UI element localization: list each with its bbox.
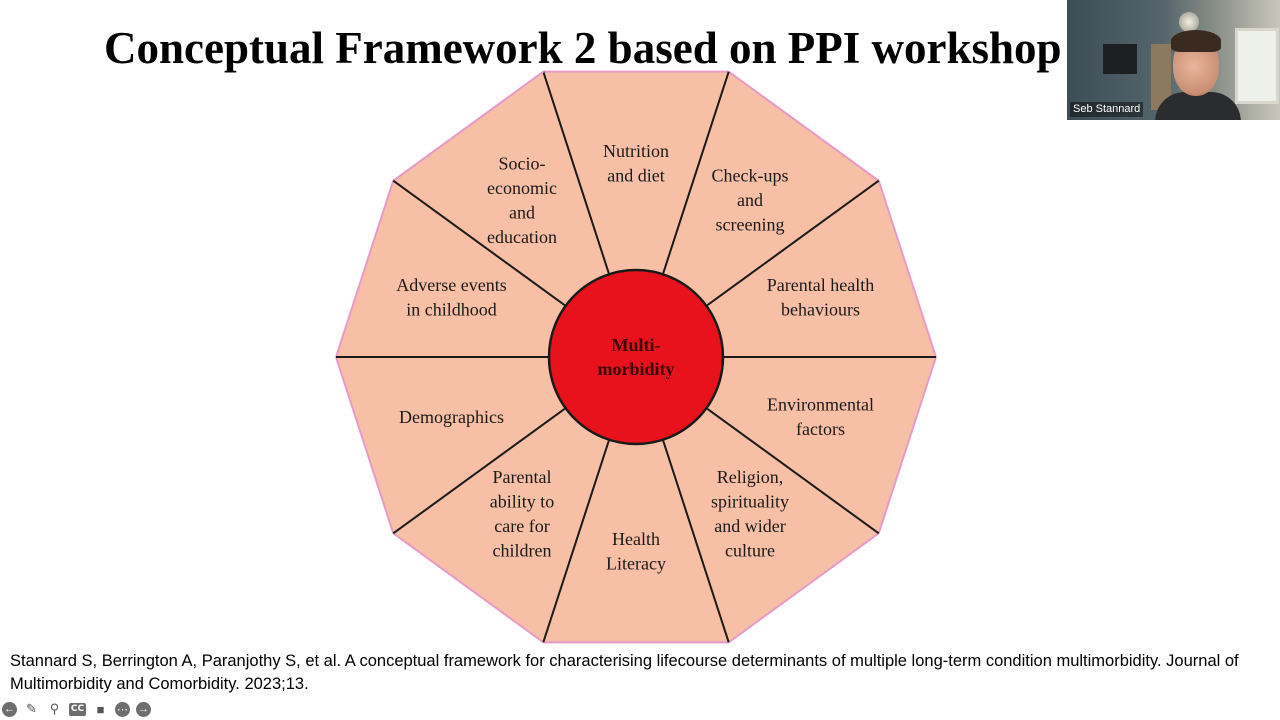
framework-segment: [543, 71, 729, 357]
pen-icon[interactable]: ✎: [26, 701, 37, 716]
next-slide-icon[interactable]: →: [136, 701, 151, 717]
framework-segment: [636, 357, 879, 643]
segment-border: [728, 532, 880, 644]
slide-title: Conceptual Framework 2 based on PPI work…: [104, 23, 1062, 73]
more-options-icon[interactable]: ⋯: [115, 701, 130, 717]
presentation-toolbar: ← ✎ ⚲ CC ■ ⋯ →: [2, 700, 151, 718]
camera-icon[interactable]: ■: [96, 701, 105, 717]
segment-border: [877, 356, 937, 534]
framework-segment: [393, 71, 636, 357]
previous-slide-icon[interactable]: ←: [2, 701, 17, 717]
center-circle: [547, 268, 725, 446]
citation-text: Stannard S, Berrington A, Paranjothy S, …: [10, 652, 1239, 693]
participant-video-tile[interactable]: Seb Stannard: [1067, 0, 1280, 120]
segment-border: [392, 70, 544, 182]
framework-segment: [636, 71, 879, 357]
segment-border: [728, 70, 880, 182]
framework-segment: [543, 357, 729, 643]
framework-segment: [393, 357, 636, 643]
zoom-icon[interactable]: ⚲: [49, 701, 60, 716]
segment-border: [877, 180, 937, 358]
center-label: Multi-morbidity: [597, 335, 674, 379]
segment-border: [392, 532, 544, 644]
segment-label: Demographics: [399, 407, 504, 427]
participant-name: Seb Stannard: [1070, 102, 1144, 117]
captions-icon[interactable]: CC: [69, 702, 86, 716]
segment-border: [335, 180, 395, 358]
segment-border: [335, 356, 395, 534]
